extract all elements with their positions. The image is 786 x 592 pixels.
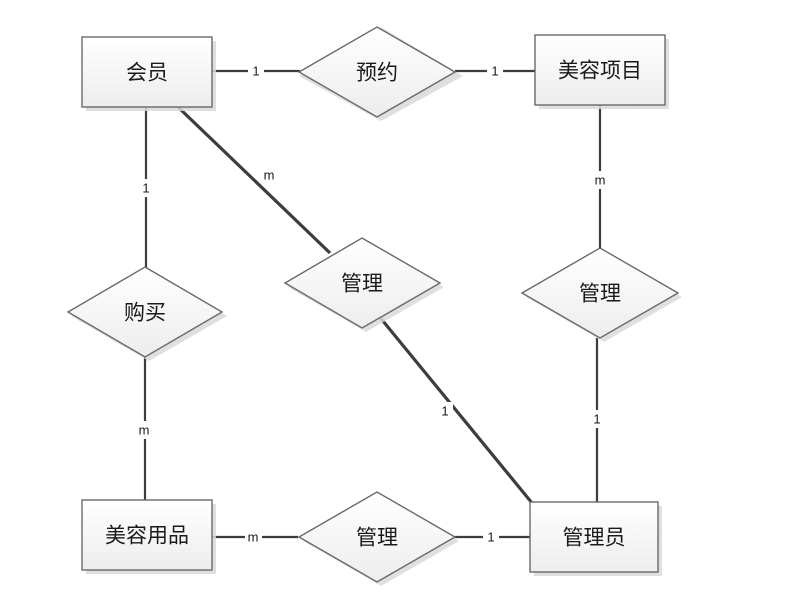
cardinality-member-reserve: 1 [248,62,264,80]
cardinality-member-purchase: 1 [138,179,154,197]
entity-product-label: 美容用品 [105,525,189,548]
cardinality-managebot-admin-text: 1 [487,530,494,545]
entity-admin[interactable]: 管理员 [529,501,662,576]
relationship-manage-right-label: 管理 [579,283,621,306]
relationship-purchase-label: 购买 [124,302,166,325]
relationship-manage-mid[interactable]: 管理 [283,237,444,332]
relationship-purchase[interactable]: 购买 [66,266,227,361]
relationships-layer: 预约 购买 管理 管理 [66,26,682,586]
cardinality-reserve-service-text: 1 [491,64,498,79]
cardinality-manageright-admin-text: 1 [593,412,600,427]
cardinality-layer: 1 1 1 m m 1 m [136,62,609,546]
cardinality-service-manageright-text: m [595,173,606,188]
cardinality-member-managemid: m [261,166,278,184]
cardinality-manageright-admin: 1 [589,410,605,428]
relationship-reserve-label: 预约 [356,62,398,85]
cardinality-member-purchase-text: 1 [142,181,149,196]
relationship-manage-bottom-label: 管理 [356,527,398,550]
relationship-reserve[interactable]: 预约 [297,26,463,121]
cardinality-product-managebot-text: m [248,530,259,545]
entity-member[interactable]: 会员 [81,36,216,111]
cardinality-purchase-product-text: m [139,423,150,438]
entity-member-label: 会员 [126,62,168,85]
cardinality-member-reserve-text: 1 [252,64,259,79]
edge-managemid-admin [376,313,534,505]
cardinality-managemid-admin: 1 [437,402,453,420]
relationship-manage-mid-label: 管理 [341,273,383,296]
entity-admin-label: 管理员 [563,527,626,550]
cardinality-managebot-admin: 1 [483,528,499,546]
cardinality-service-manageright: m [592,171,609,189]
relationship-manage-right[interactable]: 管理 [520,247,682,342]
edge-member-managemid [176,105,332,255]
cardinality-managemid-admin-text: 1 [441,404,448,419]
cardinality-reserve-service: 1 [487,62,503,80]
entity-product[interactable]: 美容用品 [81,499,216,574]
entities-layer: 会员 美容项目 美容用品 管理员 [81,34,669,576]
cardinality-product-managebot: m [245,528,262,546]
relationship-manage-bottom[interactable]: 管理 [297,491,459,586]
cardinality-purchase-product: m [136,421,153,439]
edges-layer [143,69,602,539]
cardinality-member-managemid-text: m [264,168,275,183]
entity-service[interactable]: 美容项目 [534,34,669,109]
entity-service-label: 美容项目 [558,60,642,83]
